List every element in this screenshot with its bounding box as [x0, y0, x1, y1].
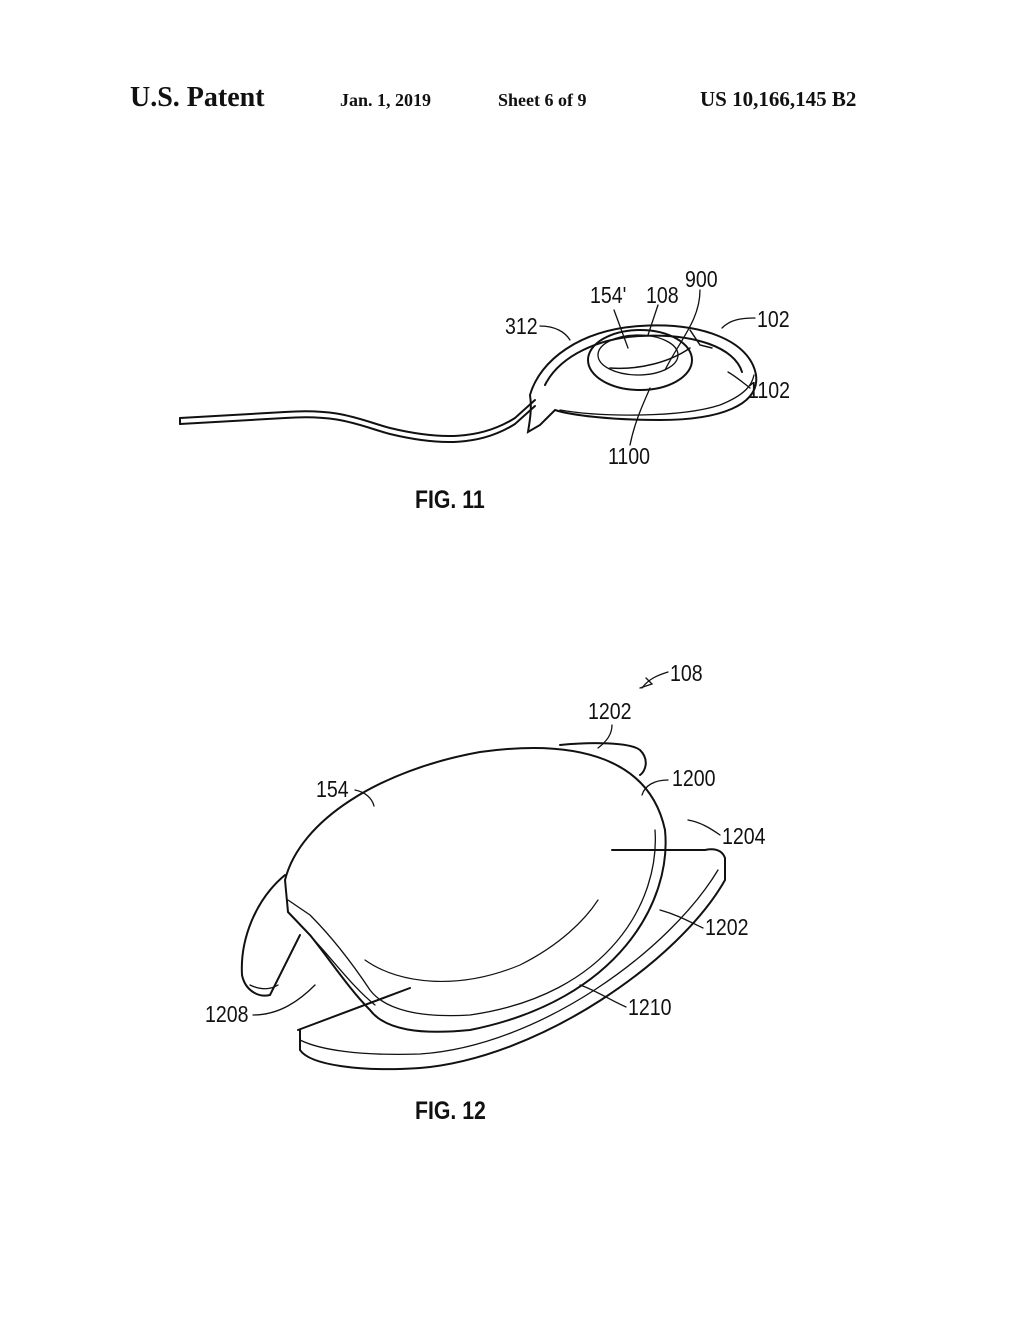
ref-label: 1208 [205, 1001, 249, 1027]
ref-label: 1204 [722, 823, 766, 849]
fig11-cable [179, 399, 536, 438]
ref-label: 1202 [588, 698, 632, 724]
ref-label: 108 [646, 282, 679, 308]
ref-label: 154 [316, 776, 349, 802]
publication-title: U.S. Patent [130, 82, 265, 113]
sheet-number: Sheet 6 of 9 [498, 90, 587, 110]
ref-label: 1100 [608, 443, 651, 469]
ref-label: 1200 [672, 765, 716, 791]
ref-label: 1202 [705, 914, 749, 940]
fig12-drawing [240, 671, 726, 1071]
ref-label: 900 [685, 266, 718, 292]
ref-label: 1210 [628, 994, 672, 1020]
ref-label: 1102 [748, 377, 791, 403]
fig12-left-tab [240, 874, 301, 997]
fig11-device-body [526, 324, 758, 434]
fig11-recess [587, 329, 693, 391]
ref-label: 154' [590, 282, 627, 308]
figure-caption: FIG. 12 [415, 1097, 486, 1125]
fig12-top-tab [559, 742, 647, 776]
fig12-dome [283, 747, 667, 1033]
figure-caption: FIG. 11 [415, 486, 485, 514]
fig12-bottom-plate [297, 848, 726, 1071]
patent-number: US 10,166,145 B2 [700, 87, 857, 111]
ref-label: 102 [757, 306, 790, 332]
ref-label: 312 [505, 313, 538, 339]
publication-date: Jan. 1, 2019 [340, 90, 432, 110]
fig11-drawing [179, 289, 758, 446]
ref-label: 108 [670, 660, 703, 686]
